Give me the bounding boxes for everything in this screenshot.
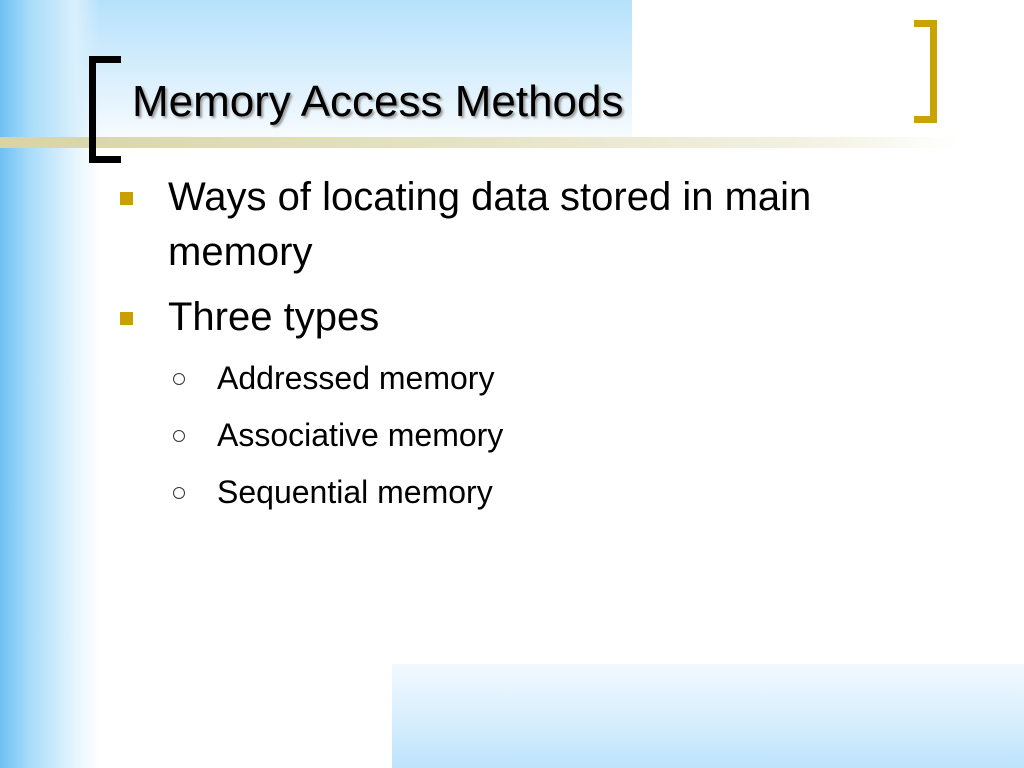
- sub-bullet-circle-icon: [173, 487, 185, 499]
- sub-bullet-circle-icon: [173, 430, 185, 442]
- bottom-right-panel: [392, 664, 1024, 768]
- slide-title: Memory Access Methods: [132, 77, 624, 126]
- bullet-square-icon: [120, 312, 133, 325]
- sub-bullet-addressed: Addressed memory: [217, 360, 495, 396]
- right-bracket-decoration: [914, 20, 937, 123]
- sub-bullet-associative: Associative memory: [217, 417, 504, 453]
- title-panel-left-shade: [0, 0, 100, 140]
- sub-bullet-circle-icon: [173, 373, 185, 385]
- bullet-2-text: Three types: [168, 295, 380, 339]
- bullet-1-line-1: Ways of locating data stored in main: [168, 175, 812, 219]
- title-underline-rule: [0, 137, 960, 148]
- bullet-1-line-2: memory: [168, 230, 313, 274]
- bullet-square-icon: [120, 192, 133, 205]
- left-bracket-decoration: [89, 56, 121, 163]
- sub-bullet-sequential: Sequential memory: [217, 474, 493, 510]
- title-background-panel: [0, 0, 632, 140]
